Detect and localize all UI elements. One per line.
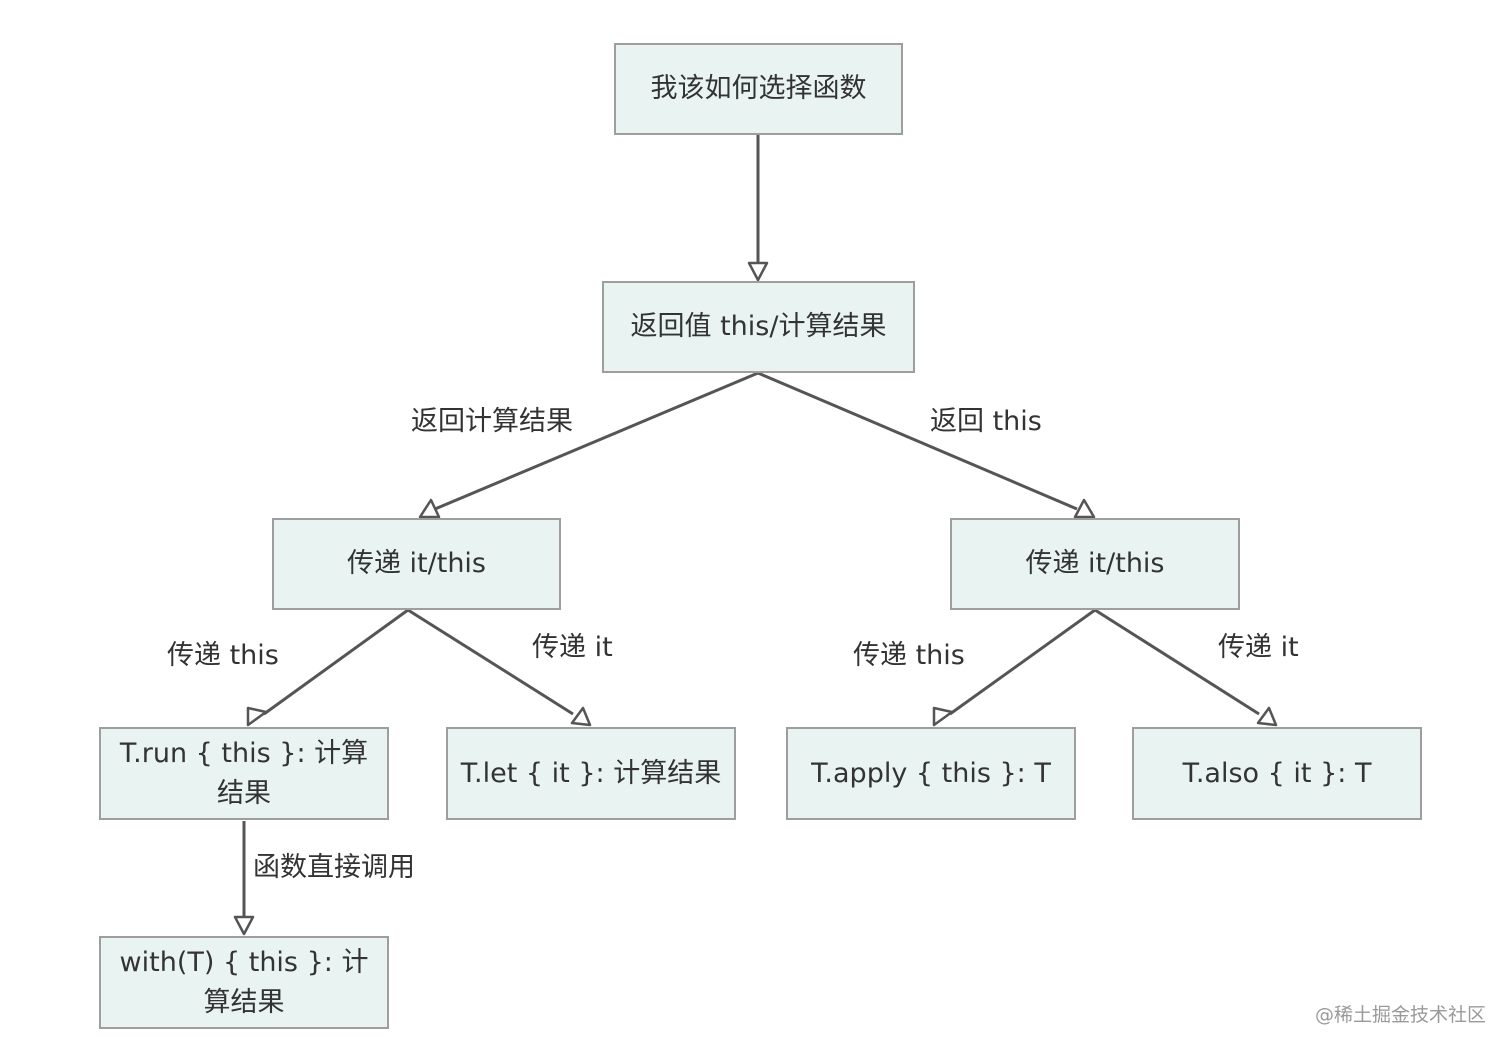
- pass-right-node-label: 传递 it/this: [1025, 548, 1165, 579]
- arrowhead-apply: [932, 706, 954, 727]
- arrowhead-also: [1256, 706, 1278, 727]
- edge-right-pass-to-also: [1094, 608, 1260, 716]
- arrowhead-with: [233, 915, 255, 936]
- also-node-label: T.also { it }: T: [1182, 757, 1372, 789]
- let-node: T.let { it }: 计算结果: [446, 727, 736, 820]
- edge-label-direct-call: 函数直接调用: [253, 852, 415, 883]
- arrowhead-run: [246, 706, 268, 727]
- also-node: T.also { it }: T: [1132, 727, 1422, 820]
- edge-left-pass-to-run: [263, 608, 409, 716]
- return-value-node-label: 返回值 this/计算结果: [630, 311, 887, 342]
- edge-return-to-left-pass: [434, 371, 759, 511]
- arrowhead-let: [570, 706, 592, 727]
- let-node-label: T.let { it }: 计算结果: [460, 757, 722, 789]
- edge-label-return-result: 返回计算结果: [411, 406, 573, 437]
- edge-label-right-pass-it: 传递 it: [1218, 632, 1299, 663]
- edge-label-left-pass-this: 传递 this: [167, 640, 279, 671]
- with-node: with(T) { this }: 计算结果: [99, 936, 389, 1029]
- edge-label-left-pass-it: 传递 it: [532, 632, 613, 663]
- pass-right-node: 传递 it/this: [950, 518, 1240, 610]
- pass-left-node-label: 传递 it/this: [346, 548, 487, 579]
- edge-label-return-this: 返回 this: [930, 406, 1042, 437]
- watermark: @稀土掘金技术社区: [1314, 1004, 1486, 1026]
- root-node: 我该如何选择函数: [614, 43, 903, 135]
- arrowhead-return-value: [747, 261, 769, 282]
- edge-right-pass-to-apply: [949, 608, 1096, 716]
- apply-node-label: T.apply { this }: T: [811, 757, 1051, 789]
- arrowhead-left-pass: [418, 498, 441, 519]
- arrowhead-right-pass: [1073, 498, 1096, 519]
- return-value-node: 返回值 this/计算结果: [602, 281, 915, 373]
- edge-return-to-right-pass: [757, 371, 1078, 511]
- root-node-label: 我该如何选择函数: [650, 73, 867, 104]
- with-node-label: with(T) { this }: 计算结果: [119, 946, 369, 1018]
- edge-left-pass-to-let: [407, 608, 574, 716]
- run-node-label: T.run { this }: 计算结果: [119, 737, 369, 809]
- apply-node: T.apply { this }: T: [786, 727, 1076, 820]
- run-node: T.run { this }: 计算结果: [99, 727, 389, 820]
- edge-label-right-pass-this: 传递 this: [853, 640, 965, 671]
- pass-left-node: 传递 it/this: [272, 518, 561, 610]
